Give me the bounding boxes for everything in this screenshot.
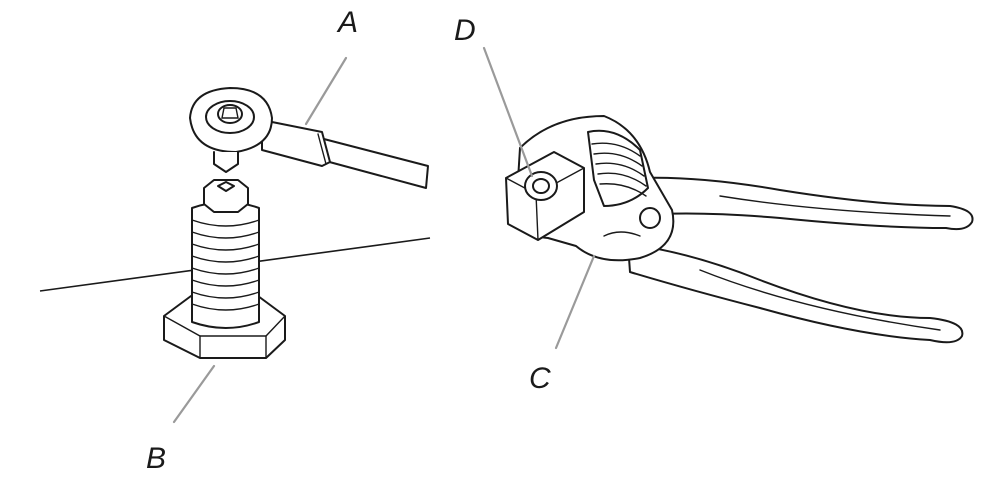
label-a: A — [336, 6, 358, 39]
crimping-pliers — [505, 115, 974, 344]
pliers-thread-die — [587, 129, 649, 207]
pliers-lower-handle — [627, 243, 964, 344]
leader-c — [554, 254, 596, 350]
leader-d — [482, 46, 534, 178]
label-c: C — [529, 362, 551, 395]
label-b: B — [146, 442, 166, 475]
threaded-bolt — [163, 179, 286, 359]
bolt-threads — [191, 201, 260, 329]
leader-b — [172, 364, 216, 424]
pliers-pivot — [639, 207, 661, 229]
label-d: D — [454, 14, 476, 47]
bolt-socket-head — [203, 179, 249, 213]
ratchet-wrench — [189, 87, 429, 189]
leader-a — [304, 56, 348, 126]
pliers-upper-handle — [639, 176, 974, 231]
nipple-fitting — [524, 171, 558, 201]
wrench-handle — [319, 137, 429, 189]
wrench-drive-tip — [213, 151, 239, 173]
